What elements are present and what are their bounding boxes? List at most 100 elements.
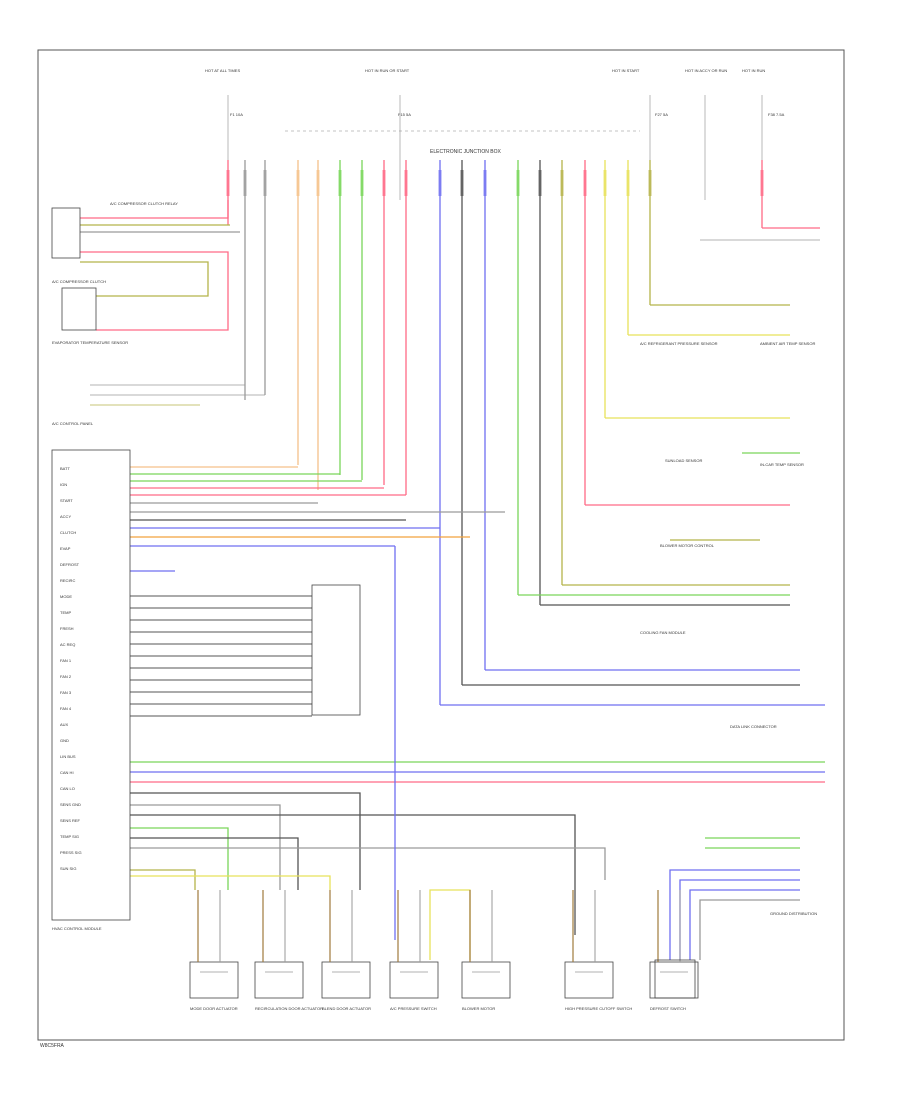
bottom-components: MODE DOOR ACTUATOR RECIRCULATION DOOR ACT… — [189, 890, 699, 1011]
diagram-frame — [37, 49, 845, 1041]
bus-wire-gray-1 — [130, 792, 361, 890]
junction-box-label: ELECTRONIC JUNCTION BOX — [430, 149, 502, 155]
hvac-pin-label-18: GND — [60, 738, 69, 743]
right-label-ground: GROUND DISTRIBUTION — [770, 911, 817, 916]
connector-tag-18 — [626, 170, 630, 196]
right-side-labels: A/C REFRIGERANT PRESSURE SENSOR AMBIENT … — [640, 341, 817, 916]
bottom-component-box-2 — [254, 961, 304, 999]
connector-tag-2 — [243, 170, 247, 196]
right-label-bus: DATA LINK CONNECTOR — [730, 724, 777, 729]
bus-wire-gray-2 — [130, 804, 281, 890]
top-label-5: HOT IN RUN — [742, 68, 765, 73]
fuse-labels: F1 10A F15 5A F27 5A F38 7.5A — [230, 112, 785, 117]
top-labels: HOT AT ALL TIMES HOT IN RUN OR START HOT… — [205, 68, 765, 73]
hvac-pin-label-15: FAN 3 — [60, 690, 72, 695]
clutch-wire-1 — [80, 251, 229, 331]
hvac-pin-label-2: IGN — [60, 482, 67, 487]
connector-tag-13 — [516, 170, 520, 196]
hvac-pin-label-5: CLUTCH — [60, 530, 76, 535]
hvac-pin-label-8: RECIRC — [60, 578, 75, 583]
connector-tag-12 — [483, 170, 487, 196]
right-label-blower: BLOWER MOTOR CONTROL — [660, 543, 715, 548]
bus-wire-yellow-1 — [130, 875, 331, 890]
hvac-pin-label-24: TEMP SIG — [60, 834, 79, 839]
connector-tag-1 — [226, 170, 230, 196]
hvac-module-label: HVAC CONTROL MODULE — [52, 926, 102, 931]
connector-tag-15 — [560, 170, 564, 196]
clutch-wire-2 — [80, 261, 209, 297]
hvac-pin-label-4: ACCY — [60, 514, 71, 519]
clutch-box — [61, 287, 97, 331]
connector-tag-8 — [382, 170, 386, 196]
hvac-pin-labels: BATT IGN START ACCY CLUTCH EVAP DEFROST RECIRC M… — [60, 466, 82, 871]
bottom-component-box-5 — [461, 961, 511, 999]
hvac-pin-label-20: CAN HI — [60, 770, 74, 775]
connector-tag-7 — [360, 170, 364, 196]
connector-tag-5 — [316, 170, 320, 196]
top-label-2: HOT IN RUN OR START — [365, 68, 410, 73]
fuse-label-4: F38 7.5A — [768, 112, 785, 117]
clutch-relay-label: A/C COMPRESSOR CLUTCH RELAY — [110, 201, 178, 206]
relay-wire-1 — [80, 200, 229, 219]
bottom-component-label-1: MODE DOOR ACTUATOR — [190, 1006, 238, 1011]
hvac-pin-label-17: AUX — [60, 722, 69, 727]
hvac-pin-label-9: MODE — [60, 594, 72, 599]
hvac-pin-label-1: BATT — [60, 466, 70, 471]
connector-tag-11 — [460, 170, 464, 196]
hvac-control-module-box — [51, 449, 131, 921]
lower-right-wire-blue-2 — [679, 879, 800, 960]
bottom-component-box-3 — [321, 961, 371, 999]
lower-right-wire-blue-1 — [669, 869, 800, 960]
bottom-component-label-4: A/C PRESSURE SWITCH — [390, 1006, 437, 1011]
hvac-pin-label-21: CAN LO — [60, 786, 75, 791]
figure-code: W8C5FRA — [40, 1043, 65, 1049]
bottom-component-label-7: DEFROST SWITCH — [650, 1006, 686, 1011]
bottom-component-box-6 — [564, 961, 614, 999]
hvac-pin-label-7: DEFROST — [60, 562, 80, 567]
top-label-1: HOT AT ALL TIMES — [205, 68, 240, 73]
bus-wire-gray-3 — [130, 814, 576, 935]
connector-tag-9 — [404, 170, 408, 196]
fuse-label-3: F27 5A — [655, 112, 668, 117]
bus-wire-gray-5 — [130, 847, 606, 880]
center-block-module — [311, 584, 361, 716]
hvac-pin-label-6: EVAP — [60, 546, 71, 551]
bottom-component-box-1 — [189, 961, 239, 999]
lower-right-wire-blue-3 — [689, 889, 800, 960]
connector-tag-4 — [296, 170, 300, 196]
connector-tag-3 — [263, 170, 267, 196]
right-label-fan: COOLING FAN MODULE — [640, 630, 686, 635]
top-label-3: HOT IN START — [612, 68, 640, 73]
hvac-pin-label-10: TEMP — [60, 610, 71, 615]
hvac-pin-label-25: PRESS SIG — [60, 850, 82, 855]
right-label-ambient: AMBIENT AIR TEMP SENSOR — [760, 341, 815, 346]
bottom-component-label-6: HIGH PRESSURE CUTOFF SWITCH — [565, 1006, 632, 1011]
lower-right-wire-gray — [699, 899, 800, 960]
bottom-component-label-2: RECIRCULATION DOOR ACTUATOR — [255, 1006, 323, 1011]
hvac-pin-label-13: FAN 1 — [60, 658, 72, 663]
left-upper-modules: A/C COMPRESSOR CLUTCH RELAY A/C COMPRESS… — [51, 201, 178, 426]
clutch-label: A/C COMPRESSOR CLUTCH — [52, 279, 106, 284]
fuse-label-2: F15 5A — [398, 112, 411, 117]
hvac-pin-label-19: LIN BUS — [60, 754, 76, 759]
hvac-pin-label-12: AC REQ — [60, 642, 75, 647]
hvac-pin-label-16: FAN 4 — [60, 706, 72, 711]
right-label-cabin: IN-CAR TEMP SENSOR — [760, 462, 804, 467]
hvac-pin-label-23: SENS REF — [60, 818, 81, 823]
hvac-pin-label-26: SUN SIG — [60, 866, 76, 871]
yellow-loop — [429, 889, 471, 960]
ac-control-label: A/C CONTROL PANEL — [52, 421, 94, 426]
connector-tag-14 — [538, 170, 542, 196]
hvac-pin-label-11: FRESH — [60, 626, 74, 631]
vertical-wires — [226, 95, 764, 705]
hvac-pin-label-3: START — [60, 498, 73, 503]
right-label-pressure: A/C REFRIGERANT PRESSURE SENSOR — [640, 341, 718, 346]
connector-tag-6 — [338, 170, 342, 196]
connector-tag-20 — [760, 170, 764, 196]
bottom-component-label-3: BLEND DOOR ACTUATOR — [322, 1006, 371, 1011]
evap-sensor-label: EVAPORATOR TEMPERATURE SENSOR — [52, 340, 128, 345]
horizontal-wires — [80, 200, 825, 960]
lower-right-module — [654, 959, 696, 999]
connector-tag-16 — [583, 170, 587, 196]
